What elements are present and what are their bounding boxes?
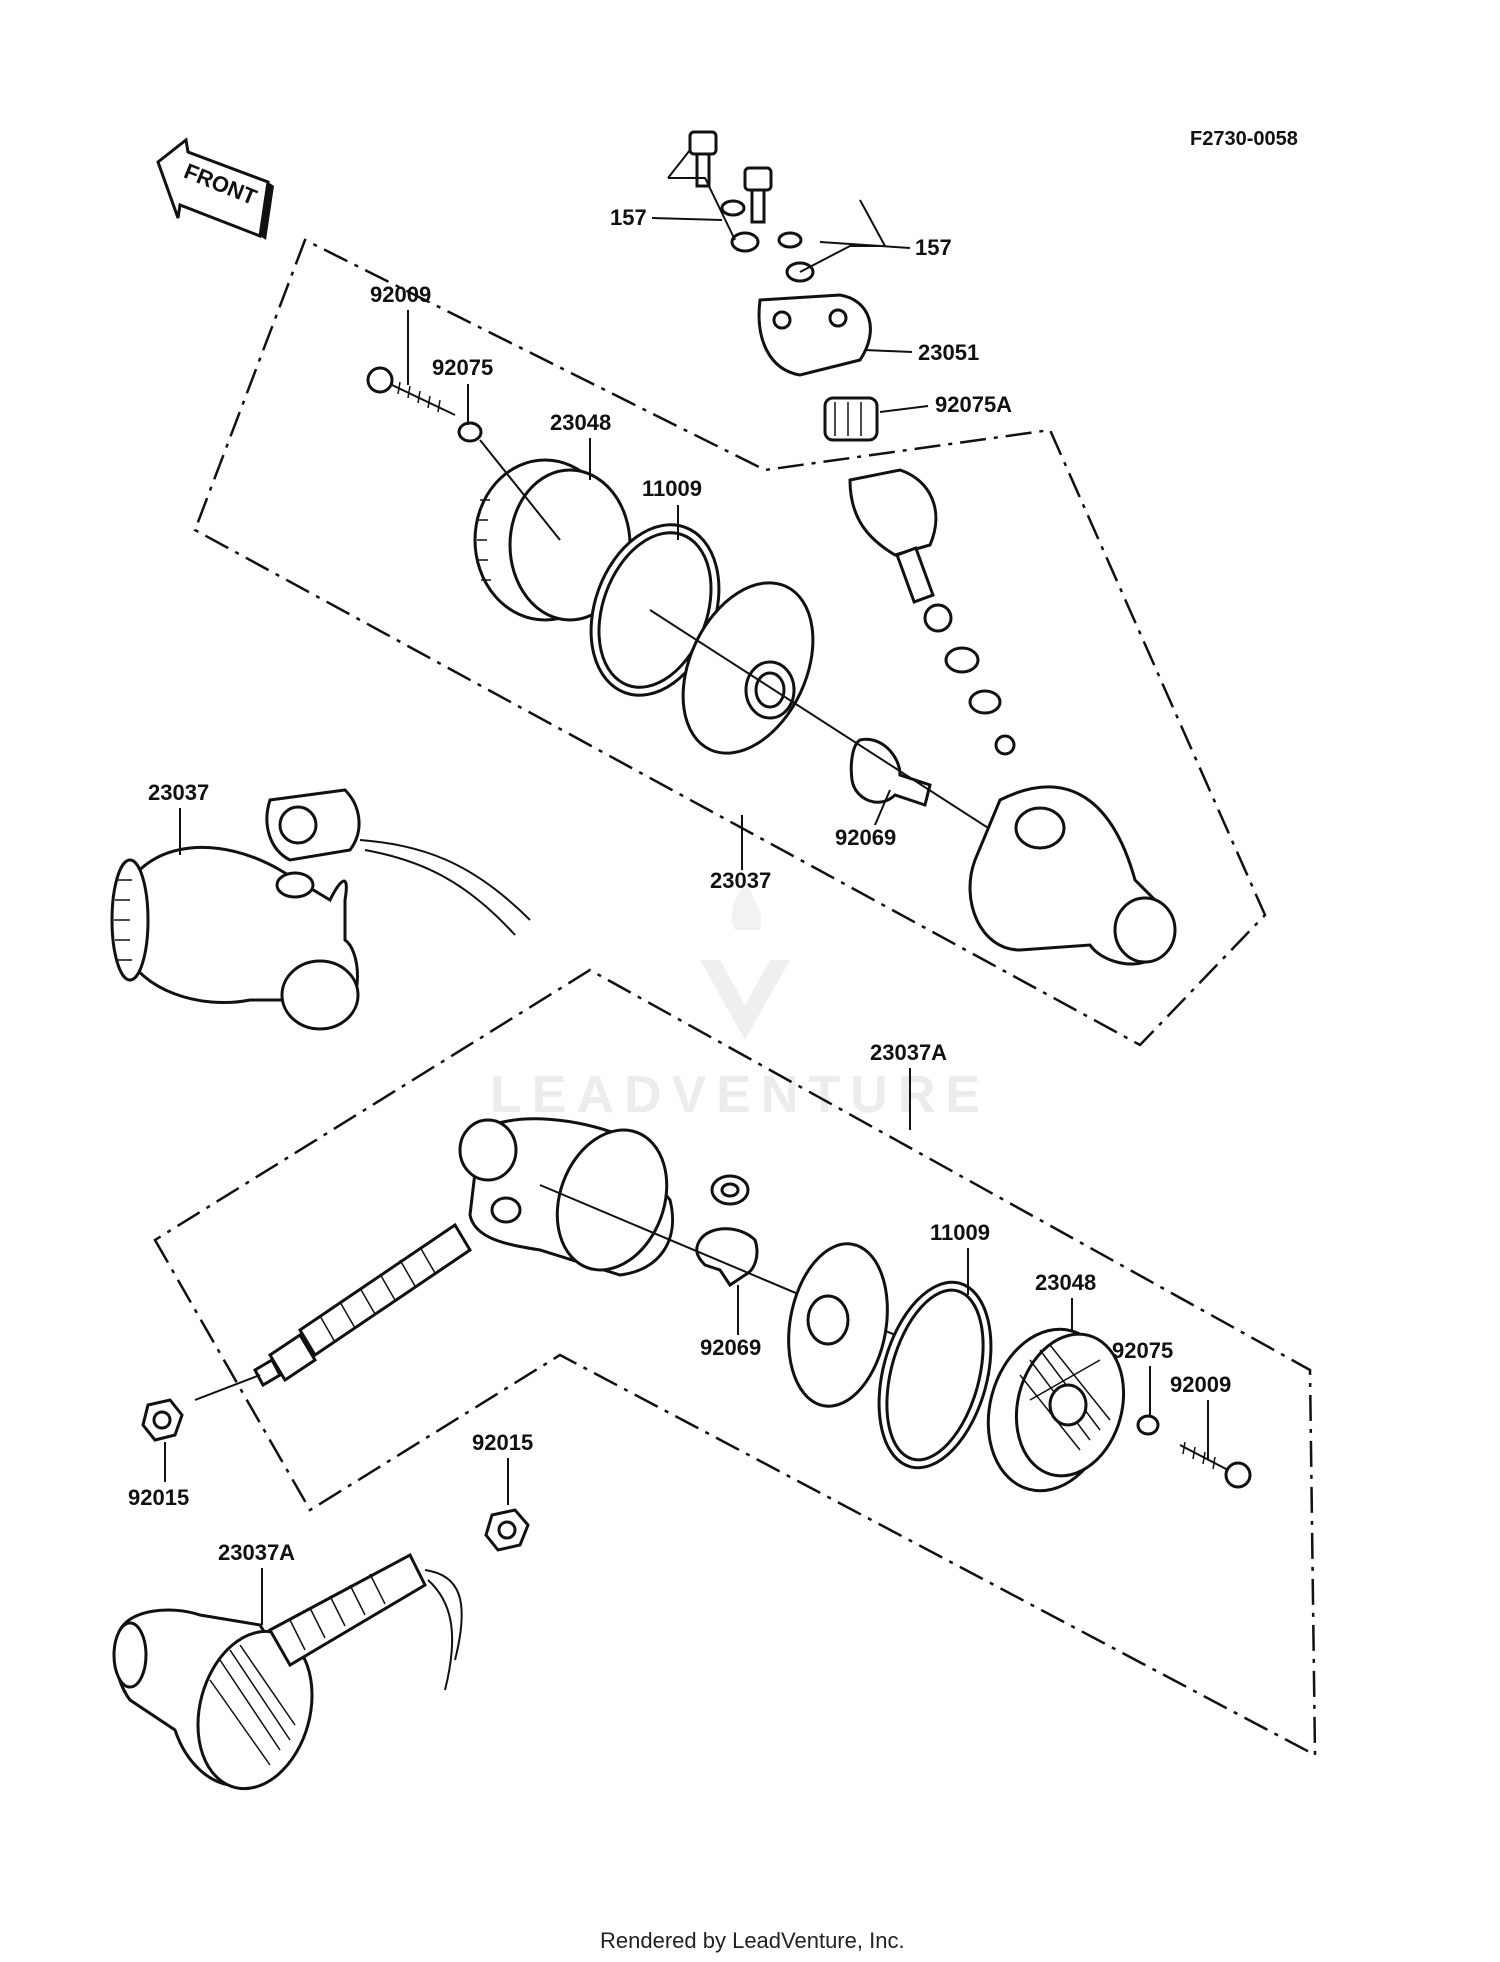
label-92069-top: 92069	[835, 825, 896, 850]
label-92075A: 92075A	[935, 392, 1012, 417]
label-23048-top: 23048	[550, 410, 611, 435]
label-23051: 23051	[918, 340, 979, 365]
screw-part-bottom	[1136, 1414, 1252, 1489]
label-23037A: 23037A	[870, 1040, 947, 1065]
label-23037A-bottom: 23037A	[218, 1540, 295, 1565]
lens-part-bottom	[986, 1327, 1126, 1493]
label-92009-top: 92009	[370, 282, 431, 307]
label-92009-bottom: 92009	[1170, 1372, 1231, 1397]
nut-part-middle	[484, 1508, 530, 1552]
upper-group-outline	[193, 238, 1267, 1047]
lower-group-outline	[153, 968, 1317, 1758]
footer-credit: Rendered by LeadVenture, Inc.	[600, 1928, 905, 1953]
watermark: LEADVENTURE	[490, 880, 990, 1124]
gasket-part-top	[589, 523, 721, 697]
bulb-part-top	[849, 737, 932, 807]
mount-bolts	[667, 130, 886, 283]
label-11009-top: 11009	[642, 476, 702, 501]
front-arrow-icon: FRONT	[156, 137, 274, 240]
label-23037-mid: 23037	[710, 868, 771, 893]
label-23037-left: 23037	[148, 780, 209, 805]
nut-part-bottom-top	[710, 1174, 750, 1206]
label-11009-bottom: 11009	[930, 1220, 990, 1245]
bulb-part-bottom	[695, 1227, 759, 1288]
label-23048-bottom: 23048	[1035, 1270, 1096, 1295]
label-157-left: 157	[610, 205, 647, 230]
stud-part	[252, 1222, 473, 1388]
watermark-text: LEADVENTURE	[490, 1066, 990, 1124]
diagram-code: F2730-0058	[1190, 128, 1298, 150]
spacer-part	[823, 396, 879, 442]
mount-bracket	[848, 468, 1016, 756]
housing-part-bottom	[458, 1117, 675, 1277]
assembled-signal-left	[110, 788, 531, 1031]
screw-part-top	[366, 366, 483, 443]
label-92075-bottom: 92075	[1112, 1338, 1173, 1363]
assembled-signal-bottom	[112, 1552, 463, 1791]
reflector-part-top	[681, 581, 815, 755]
nut-part-left	[141, 1398, 184, 1442]
label-92069-bottom: 92069	[700, 1335, 761, 1360]
clamp-part	[757, 293, 872, 377]
label-157-right: 157	[915, 235, 952, 260]
label-92075-top: 92075	[432, 355, 493, 380]
reflector-part-bottom	[787, 1242, 889, 1408]
housing-part-top	[968, 785, 1177, 966]
label-92015-left: 92015	[128, 1485, 189, 1510]
label-92015-middle: 92015	[472, 1430, 533, 1455]
gasket-part-bottom	[877, 1280, 993, 1470]
